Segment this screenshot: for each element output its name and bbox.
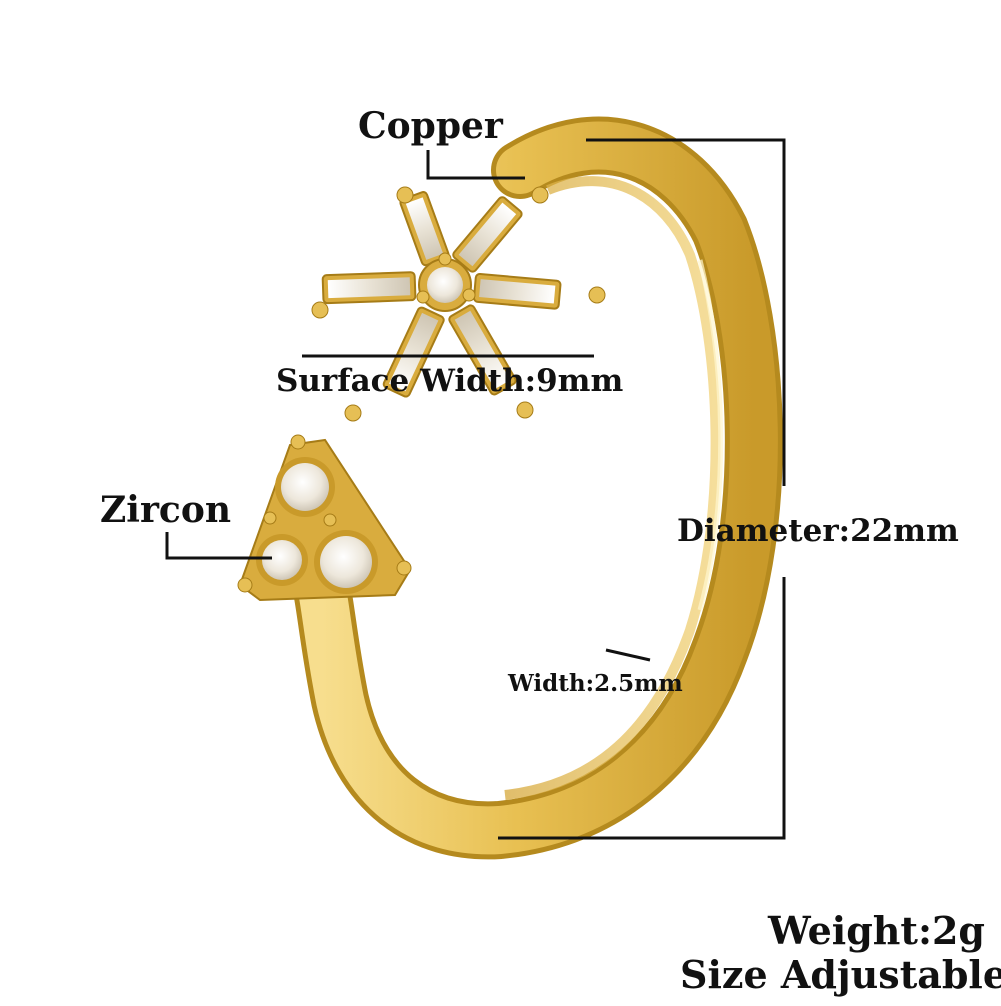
copper-label: Copper [358,105,503,147]
copper-leader-line [426,150,525,180]
diameter-line-top [586,138,786,486]
flower-setting [311,186,606,422]
annotation-lines [165,138,786,840]
band-width-label: Width:2.5mm [508,670,683,697]
diameter-label: Diameter:22mm [677,513,959,549]
ring-band [293,116,783,860]
width-marker-line [605,648,651,662]
zircon-leader-line [165,532,272,560]
diameter-line-bottom [498,577,786,840]
zircon-label: Zircon [100,489,232,531]
weight-label: Weight:2g [768,908,985,953]
surface-width-label: Surface Width:9mm [276,363,624,399]
size-label: Size Adjustable [680,952,1001,997]
zircon-trio-setting [237,434,412,602]
